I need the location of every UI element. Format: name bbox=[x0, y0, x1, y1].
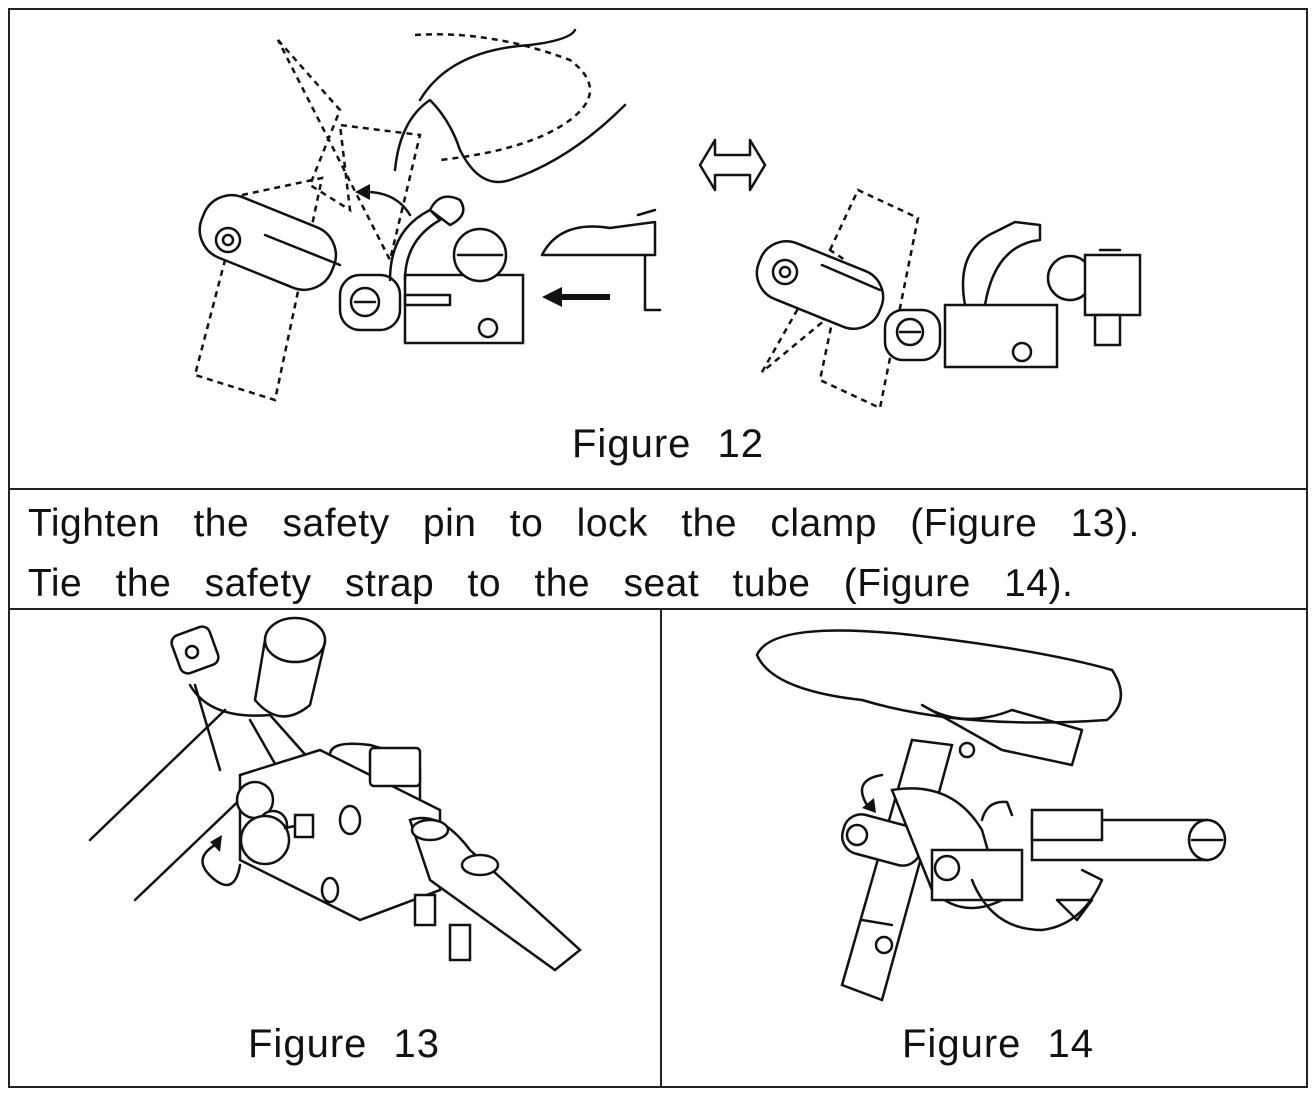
figure-13-caption: Figure 13 bbox=[248, 1022, 440, 1066]
safety-pin bbox=[239, 813, 315, 866]
figure-14-illustration bbox=[755, 629, 1227, 1002]
figure-14-caption: Figure 14 bbox=[902, 1022, 1094, 1066]
figure-13-illustration bbox=[88, 616, 582, 972]
instruction-line-1: Tighten the safety pin to lock the clamp… bbox=[28, 502, 1140, 545]
instruction-line-2: Tie the safety strap to the seat tube (F… bbox=[28, 562, 1074, 605]
figure-12-illustration bbox=[193, 28, 1142, 410]
instruction-frame: Figure 12 Tighten the safety pin to lock… bbox=[8, 8, 1308, 1088]
divider-top bbox=[10, 488, 1306, 490]
rotation-arrow-icon bbox=[201, 835, 242, 887]
double-arrow-icon bbox=[698, 138, 767, 192]
divider-vertical bbox=[660, 610, 662, 1086]
divider-middle bbox=[10, 608, 1306, 610]
figure-12-caption: Figure 12 bbox=[572, 422, 764, 466]
strap-rotation-arrow-icon bbox=[860, 773, 884, 813]
